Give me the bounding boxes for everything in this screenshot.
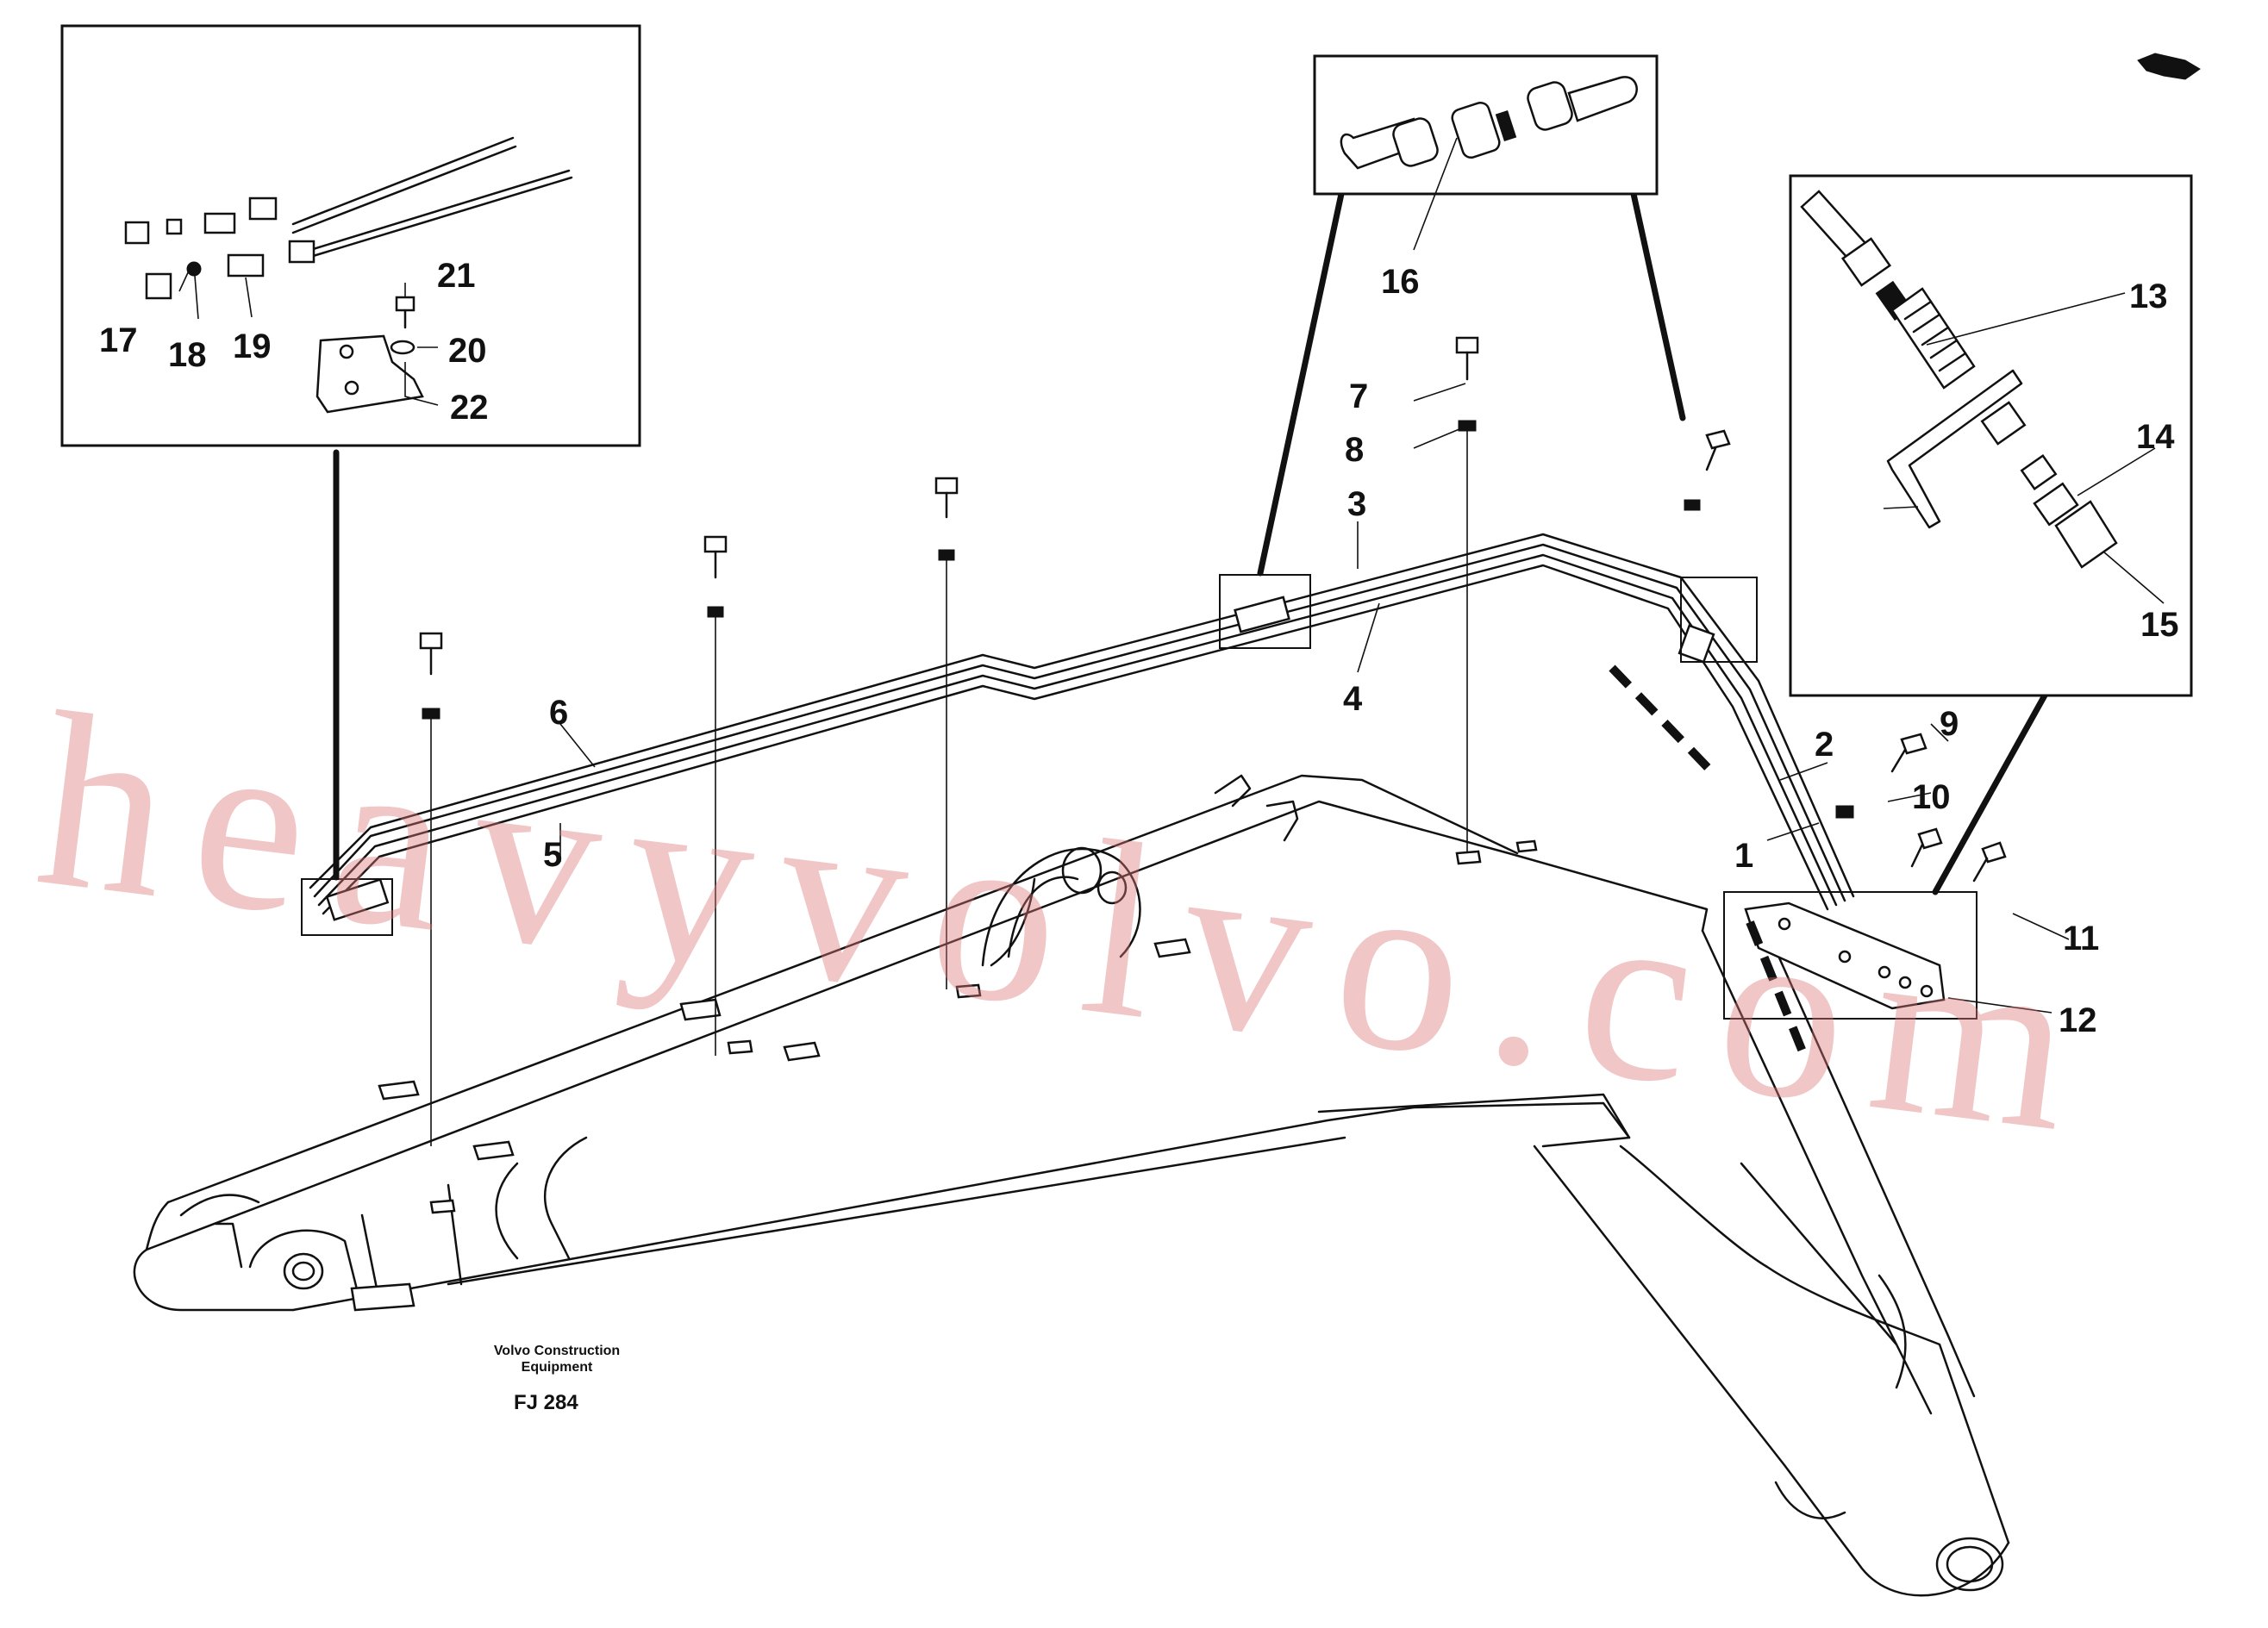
callout-10: 10: [1912, 778, 1951, 816]
callout-17: 17: [99, 321, 138, 359]
pipe-bracket: [1744, 901, 1946, 1010]
callout-8: 8: [1345, 431, 1364, 469]
detail-marker-box: [1723, 891, 1977, 1020]
bolt-stack: [419, 632, 443, 1146]
callout-21: 21: [437, 257, 476, 295]
detail-marker-box: [1219, 574, 1311, 649]
callout-5: 5: [543, 836, 562, 874]
detail-inset-connector: [1313, 54, 1659, 251]
callout-3: 3: [1347, 485, 1366, 523]
bolt-stack: [934, 477, 959, 989]
callout-18: 18: [168, 336, 207, 374]
callout-1: 1: [1734, 837, 1753, 875]
bolt-stack: [1684, 429, 1731, 511]
callout-13: 13: [2129, 278, 2168, 315]
hidden-line: [1609, 664, 1719, 779]
mounting-bolts: [419, 336, 2007, 1146]
publisher-line-1: Volvo Construction: [493, 1344, 621, 1358]
detail-marker-box: [301, 878, 393, 936]
callout-7: 7: [1349, 377, 1368, 415]
callout-6: 6: [549, 694, 568, 732]
callout-20: 20: [448, 332, 487, 370]
hidden-line: [1746, 920, 1810, 1062]
scanner-artifact: [2137, 53, 2201, 80]
bolt-stack: [703, 535, 728, 1056]
callout-leaders: [559, 383, 2070, 1014]
inset-leader: [1932, 690, 2049, 895]
callout-15: 15: [2140, 606, 2179, 644]
callout-16: 16: [1381, 263, 1420, 301]
callout-12: 12: [2059, 1001, 2097, 1039]
callout-4: 4: [1343, 680, 1363, 718]
hydraulic-pipes: [309, 533, 1855, 921]
publisher-line-2: Equipment: [521, 1360, 593, 1375]
boom-body: [133, 774, 2010, 1597]
detail-inset-fittings: [60, 24, 641, 447]
detail-inset-sensor: [1789, 174, 2193, 697]
callout-2: 2: [1815, 726, 1834, 764]
bolt-stack: [1455, 336, 1479, 853]
publisher-credit: Volvo Construction Equipment: [479, 1343, 634, 1375]
callout-9: 9: [1940, 705, 1959, 743]
drawing-id: FJ 284: [514, 1391, 578, 1414]
callout-22: 22: [450, 389, 489, 427]
detail-marker-box: [1680, 577, 1758, 663]
callout-14: 14: [2136, 418, 2175, 456]
callout-labels: 1 2 3 4 5 6 7 8 9 10 11 12 13 14 15 16 1…: [99, 257, 2179, 1039]
inset-leader: [1257, 190, 1345, 577]
callout-11: 11: [2063, 920, 2099, 957]
inset-leader: [1630, 190, 1686, 421]
callout-19: 19: [233, 327, 272, 365]
